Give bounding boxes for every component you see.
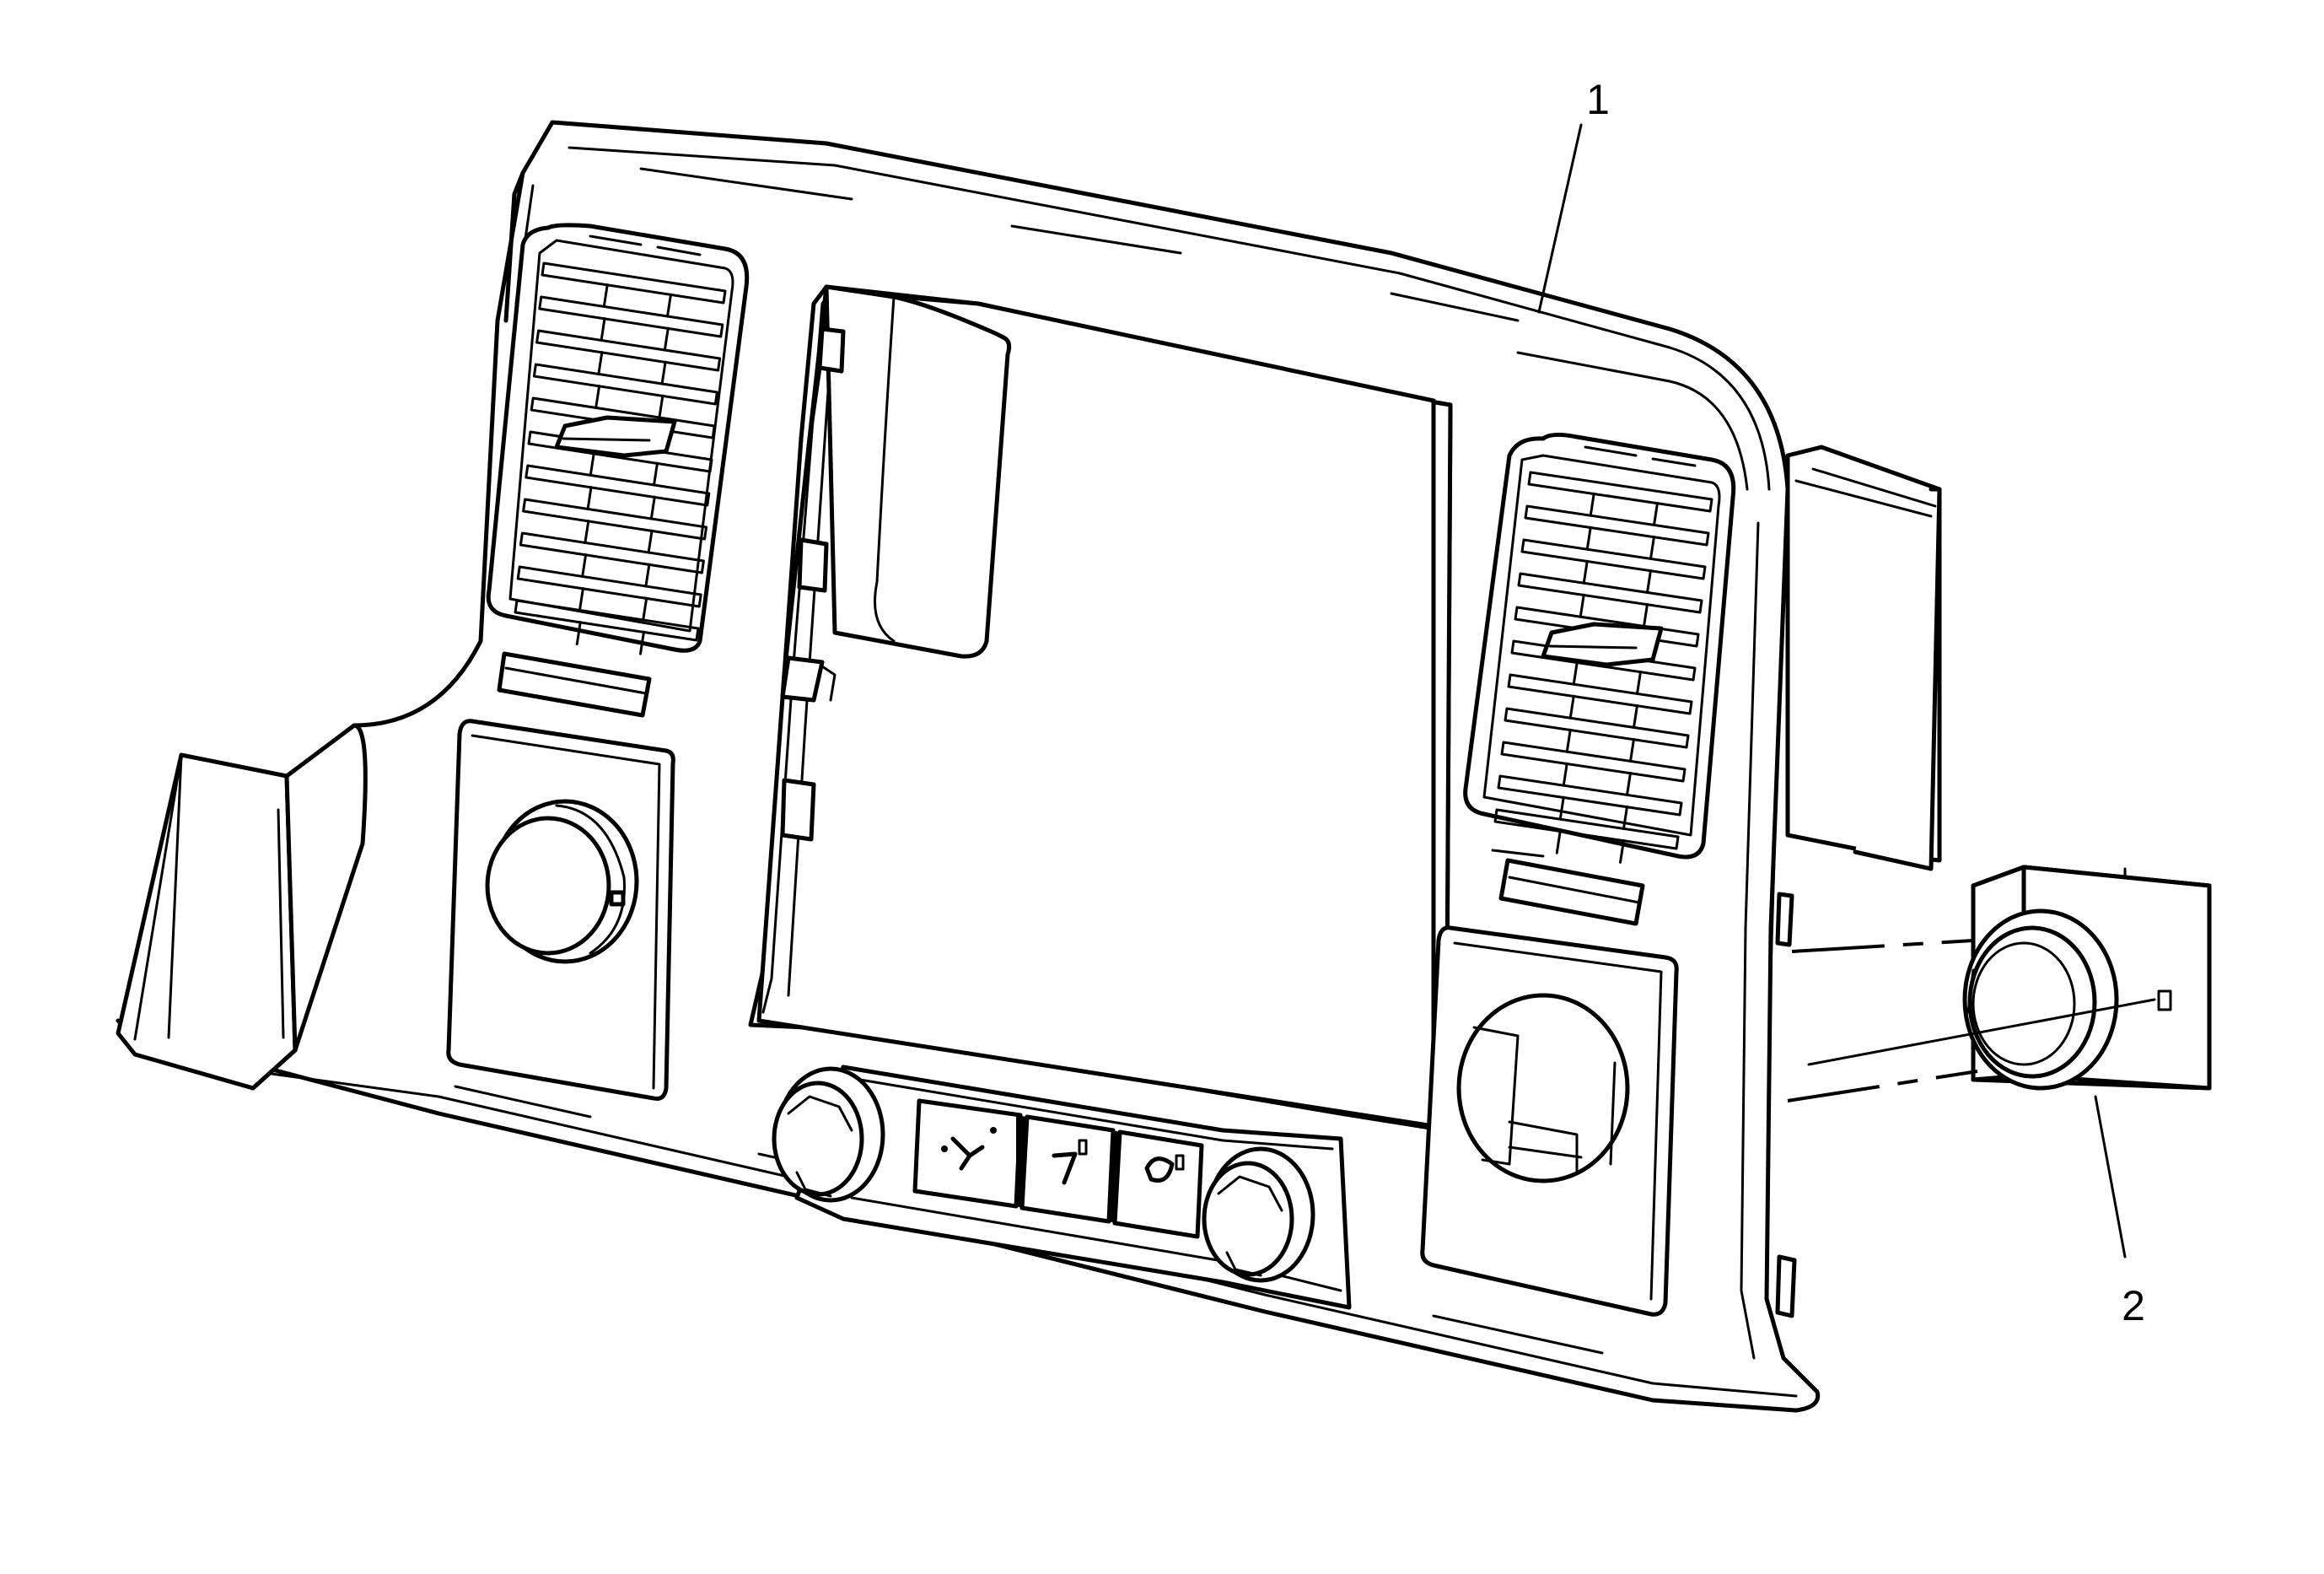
vent-louver	[535, 329, 722, 372]
vent-louver	[1504, 707, 1690, 749]
vent-louver	[522, 498, 708, 541]
rear-housing	[1785, 445, 1942, 871]
vent-louver	[514, 599, 700, 642]
vent-divider	[594, 385, 664, 419]
vent-divider	[584, 520, 654, 554]
left-air-vent	[486, 223, 750, 655]
vent-louver	[538, 295, 724, 338]
vent-louver	[1527, 471, 1713, 513]
vent-divider	[1568, 694, 1638, 729]
vent-divider	[1555, 829, 1625, 864]
left-control-knob-bezel	[446, 719, 675, 1101]
vent-louver	[1524, 504, 1710, 547]
vent-divider	[575, 621, 645, 655]
vent-louver	[519, 531, 705, 574]
vent-divider	[1582, 559, 1652, 594]
callout-1-label: 1	[1586, 76, 1610, 123]
vent-louver	[541, 261, 727, 305]
center-display-opening	[748, 284, 1453, 1133]
callout-2-label: 2	[2122, 1282, 2145, 1329]
vent-louver	[1500, 741, 1687, 783]
left-switch	[497, 651, 652, 718]
callout-2: 2	[1807, 998, 2156, 1329]
vent-divider	[1589, 492, 1659, 526]
left-side-panel	[116, 723, 368, 1091]
vent-louver	[1517, 572, 1703, 614]
vent-divider	[589, 452, 659, 487]
vent-divider	[1565, 728, 1635, 763]
vent-divider	[602, 283, 672, 318]
vent-louver	[525, 464, 711, 507]
vent-divider	[1572, 660, 1642, 695]
removed-module	[1962, 865, 2212, 1091]
vent-divider	[586, 486, 656, 520]
vent-louver	[530, 396, 716, 439]
vent-divider	[1579, 593, 1649, 628]
vent-divider	[578, 587, 648, 622]
right-air-vent	[1463, 432, 1736, 864]
vent-louver	[1493, 808, 1680, 850]
vent-louver	[1497, 774, 1683, 817]
vent-louver	[516, 565, 702, 608]
vent-divider	[1562, 762, 1632, 796]
vent-divider	[581, 553, 651, 588]
vent-louver	[1520, 538, 1707, 580]
vent-divider	[1585, 526, 1655, 560]
vent-louver	[1507, 673, 1693, 715]
right-opening-bezel	[1420, 925, 1679, 1317]
vent-divider	[597, 351, 667, 385]
bezel-clips-right	[1775, 892, 1797, 1318]
vent-louver	[532, 363, 718, 406]
hvac-control-panel	[772, 1065, 1352, 1310]
installation-lines	[1787, 939, 1978, 1102]
vent-divider	[1558, 795, 1628, 830]
vent-divider	[600, 317, 670, 352]
callout-1: 1	[1537, 76, 1610, 314]
right-switch	[1491, 849, 1645, 926]
